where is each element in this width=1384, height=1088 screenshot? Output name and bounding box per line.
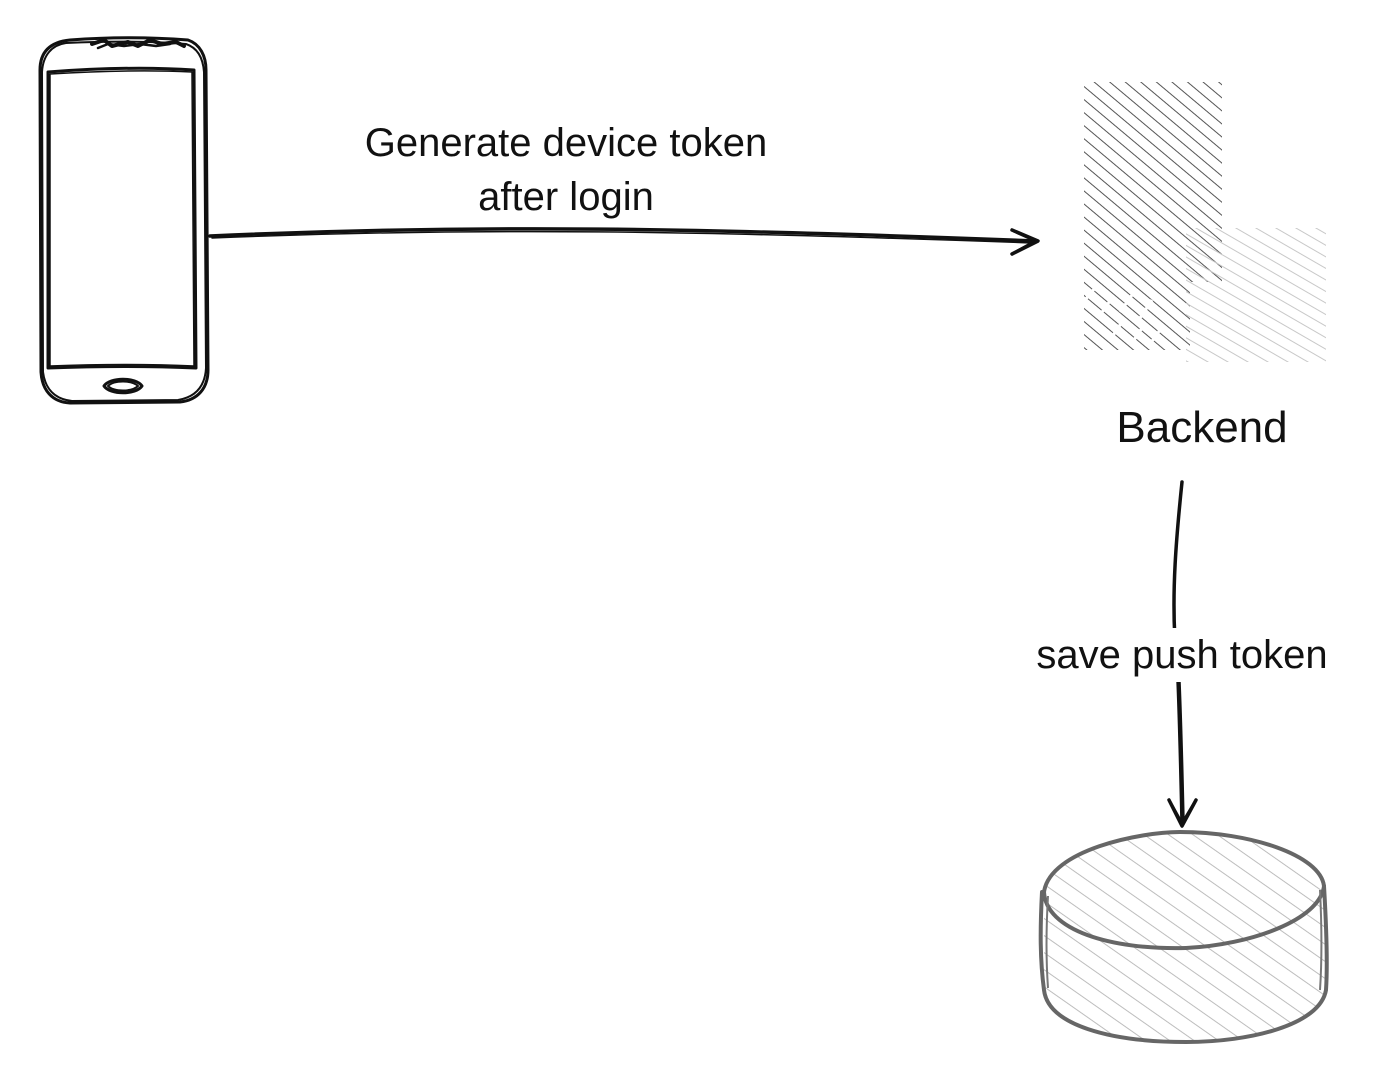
- generate-token-label-line2: after login: [478, 175, 654, 219]
- smartphone-icon: [38, 36, 210, 405]
- server-logo-icon: [1083, 82, 1326, 362]
- generate-token-label: Generate device token after login: [330, 116, 802, 224]
- save-push-token-label: save push token: [1010, 628, 1354, 682]
- arrow-save-token: [1167, 480, 1198, 828]
- backend-label: Backend: [1116, 403, 1288, 452]
- arrow-generate-token: [208, 227, 1040, 256]
- generate-token-label-line1: Generate device token: [364, 121, 768, 165]
- database-cylinder-icon: [1038, 829, 1329, 1045]
